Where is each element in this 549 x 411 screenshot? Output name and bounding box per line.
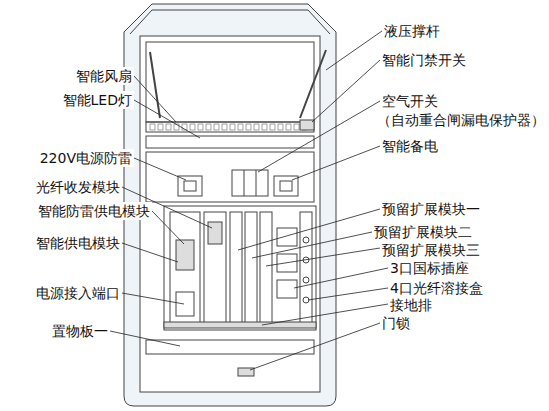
callout-label: 预留扩展模块二 (372, 223, 474, 241)
door-frame (140, 36, 320, 392)
backup-power-face (280, 181, 292, 191)
surge-protector-face (184, 181, 196, 191)
socket (277, 228, 297, 246)
leader-line (326, 31, 382, 70)
splice-port (303, 237, 309, 243)
hydraulic-strut (300, 50, 326, 118)
top-compartment (146, 42, 314, 122)
callout-label: 智能LED灯 (61, 91, 134, 109)
vent-hole (222, 124, 227, 130)
vent-hole (262, 124, 267, 130)
transceiver-ports (208, 222, 222, 244)
leader-lines (110, 31, 388, 370)
cabinet-hood (130, 10, 330, 34)
breaker-divider (244, 170, 245, 196)
surge-protector (178, 176, 202, 196)
leader-line (250, 323, 380, 370)
callout-label: 智能风扇 (74, 67, 134, 85)
callout-label: 3口国标插座 (388, 259, 471, 277)
vent-hole (270, 124, 275, 130)
callout-label: 预留扩展模块一 (380, 200, 482, 218)
vent-hole (158, 124, 163, 130)
power-input-port (176, 292, 194, 316)
callout-label: 智能供电模块 (34, 234, 122, 252)
leader-line (312, 60, 380, 122)
terminal-block (176, 240, 194, 270)
leader-line (134, 100, 200, 138)
callout-label: 智能防雷供电模块 (36, 202, 152, 220)
splice-port (303, 277, 309, 283)
callout-label: 预留扩展模块三 (380, 241, 482, 259)
leader-line (110, 331, 180, 346)
leader-line (266, 248, 380, 266)
leader-line (294, 268, 388, 288)
cabinet-housing (124, 4, 336, 406)
fan-vents (150, 124, 307, 130)
callout-label: 接地排 (388, 296, 434, 314)
vent-hole (206, 124, 211, 130)
callout-label: 智能备电 (380, 137, 440, 155)
leader-line (134, 76, 176, 122)
vent-hole (190, 124, 195, 130)
vent-hole (254, 124, 259, 130)
door-switch (300, 120, 314, 130)
leader-line (292, 146, 380, 180)
vent-hole (294, 124, 299, 130)
fiber-transceiver (204, 212, 226, 324)
expansion-slot (245, 212, 257, 324)
leader-line (262, 304, 388, 325)
shelf-board (146, 340, 314, 354)
leader-line (122, 243, 178, 262)
power-module (170, 212, 200, 324)
leader-line (134, 158, 186, 180)
vent-hole (150, 124, 155, 130)
vent-hole (238, 124, 243, 130)
callout-label: 220V电源防雷 (38, 149, 134, 167)
leader-line (122, 293, 184, 304)
vent-hole (278, 124, 283, 130)
callout-label: 电源接入端口 (34, 284, 122, 302)
expansion-slot (230, 212, 242, 324)
leader-line (238, 209, 380, 250)
vent-hole (286, 124, 291, 130)
callout-label: 置物板一 (50, 322, 110, 340)
callout-label: 门锁 (380, 314, 412, 332)
hydraulic-strut (150, 52, 160, 118)
air-breaker (232, 170, 268, 196)
callout-label: 4口光纤溶接盒 (388, 279, 485, 297)
callout-label: 智能门禁开关 (380, 51, 468, 69)
vent-hole (198, 124, 203, 130)
breaker-divider (256, 170, 257, 196)
module-rack (164, 206, 316, 330)
callout-label: 光纤收发模块 (34, 178, 122, 196)
callout-label: （自动重合闸漏电保护器） (375, 111, 547, 129)
callout-label: 空气开关 (380, 92, 440, 110)
vent-hole (246, 124, 251, 130)
led-bar (146, 136, 314, 148)
expansion-slot (260, 212, 272, 324)
leader-line (252, 232, 372, 258)
fan-bar (146, 122, 314, 132)
vent-hole (230, 124, 235, 130)
vent-hole (166, 124, 171, 130)
ground-bar (164, 322, 316, 328)
power-panel (146, 152, 314, 202)
callout-label: 液压撑杆 (382, 22, 442, 40)
leader-line (308, 288, 388, 300)
leader-line (258, 101, 380, 172)
leader-line (152, 211, 184, 244)
socket (277, 280, 297, 298)
vent-hole (214, 124, 219, 130)
